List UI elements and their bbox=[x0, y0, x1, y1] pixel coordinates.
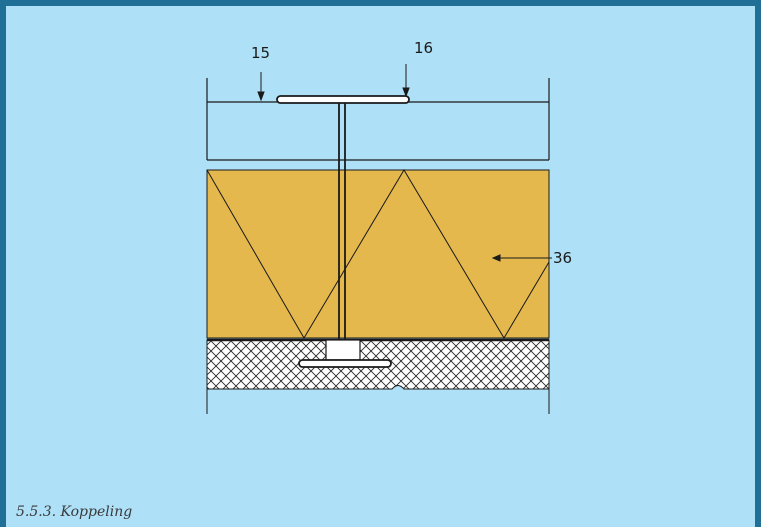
callout-label-15: 15 bbox=[251, 44, 270, 62]
top-slab-layer bbox=[206, 78, 550, 161]
diagram-frame: 15 16 36 5.5.3. Koppeling bbox=[6, 6, 755, 527]
callout-label-36: 36 bbox=[553, 249, 572, 267]
bottom-hatched-layer bbox=[206, 338, 550, 414]
insulation-layer bbox=[206, 169, 550, 339]
coupling-connector bbox=[276, 95, 410, 368]
figure-caption: 5.5.3. Koppeling bbox=[16, 504, 133, 520]
coupling-section-drawing: 15 16 36 bbox=[206, 39, 572, 414]
leader-arrows bbox=[257, 64, 552, 262]
callout-label-16: 16 bbox=[414, 39, 433, 57]
